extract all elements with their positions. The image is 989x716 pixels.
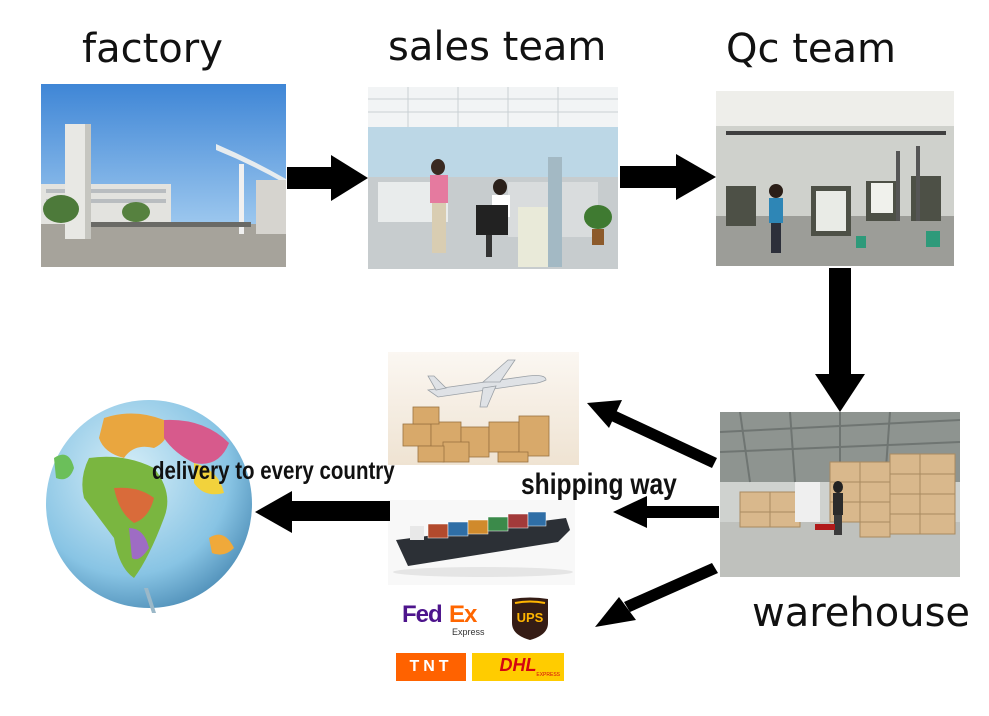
ups-text: UPS <box>516 610 544 625</box>
dhl-logo: DHL EXPRESS <box>472 653 564 681</box>
warehouse-photo <box>720 412 960 577</box>
courier-logos: Fed Ex Express UPS TNT DHL EXPRESS <box>392 593 568 685</box>
arrow-factory-to-sales <box>287 155 368 201</box>
arrow-warehouse-to-sea <box>613 496 719 528</box>
arrow-warehouse-to-couriers <box>595 563 718 627</box>
sales-team-heading: sales team <box>388 24 607 70</box>
arrow-sales-to-qc <box>620 154 716 200</box>
dhl-express: EXPRESS <box>536 672 560 678</box>
fedex-logo: Fed Ex Express <box>402 601 492 639</box>
ups-logo: UPS <box>510 597 550 641</box>
arrow-qc-to-warehouse <box>815 268 865 412</box>
fedex-ex: Ex <box>449 601 477 628</box>
shipping-way-label: shipping way <box>521 468 677 501</box>
warehouse-heading: warehouse <box>752 590 971 636</box>
sea-freight-photo <box>388 500 575 585</box>
arrow-warehouse-to-air <box>587 400 717 468</box>
qc-team-photo <box>716 91 954 266</box>
globe-image <box>44 398 254 613</box>
sales-team-photo <box>368 87 618 269</box>
arrow-shipping-to-globe <box>255 491 390 533</box>
tnt-text: TNT <box>409 658 453 675</box>
fedex-fed: Fed <box>402 601 443 628</box>
tnt-logo: TNT <box>396 653 466 681</box>
fedex-express: Express <box>452 627 485 637</box>
air-freight-photo <box>388 352 579 465</box>
delivery-label: delivery to every country <box>152 457 395 485</box>
dhl-text: DHL <box>499 655 537 675</box>
factory-heading: factory <box>82 26 223 72</box>
factory-photo <box>41 84 286 267</box>
qc-team-heading: Qc team <box>726 26 896 72</box>
